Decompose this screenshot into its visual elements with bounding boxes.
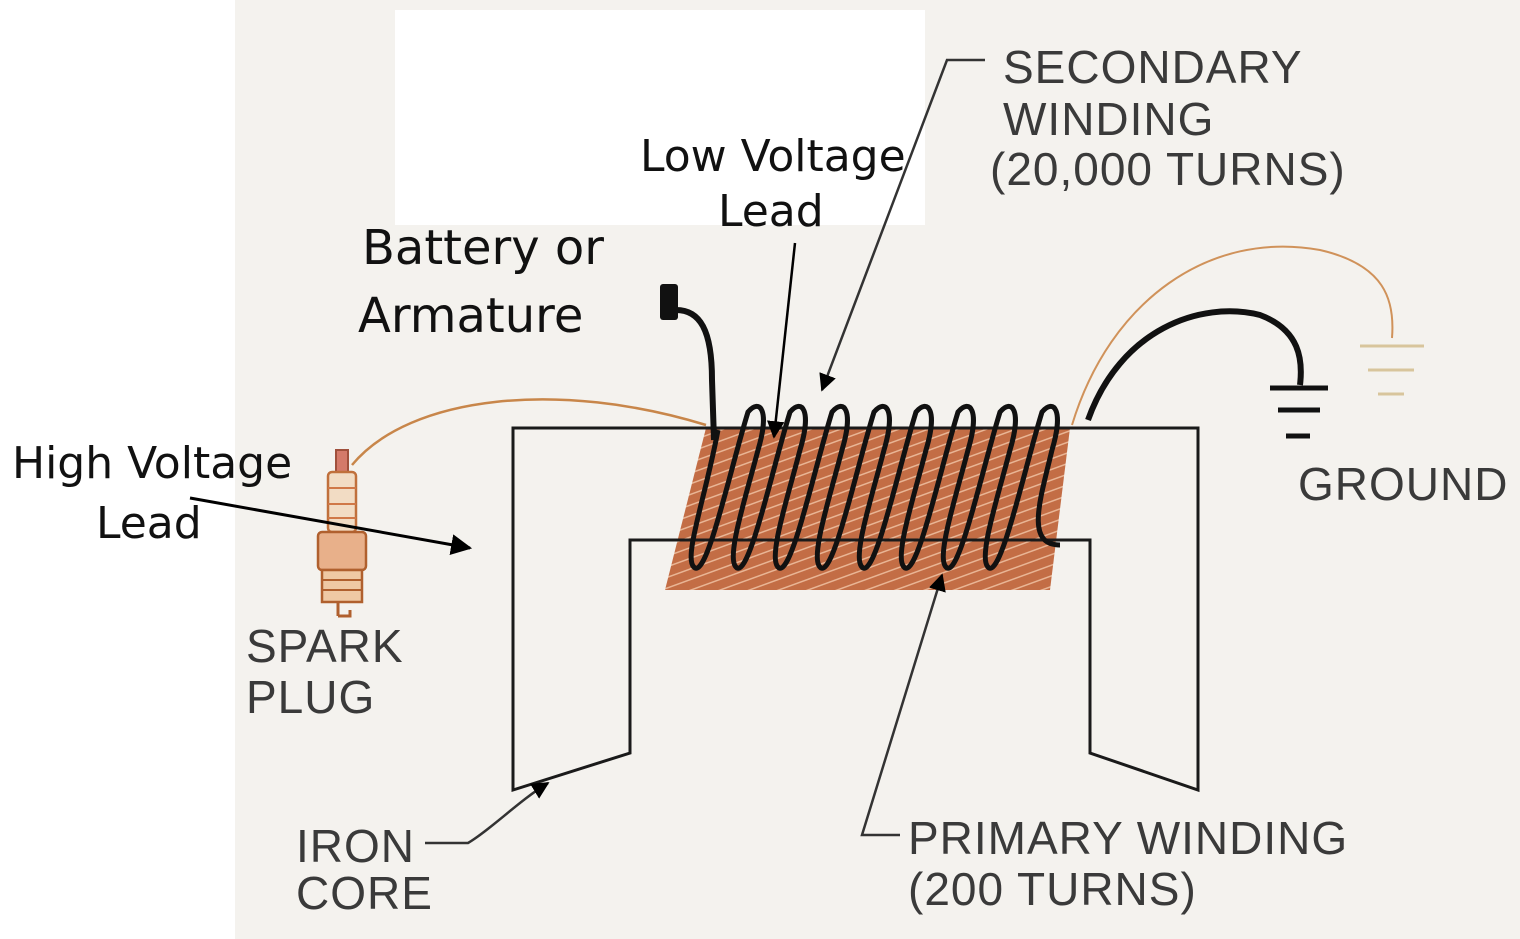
high-voltage-label-line1: High Voltage — [12, 438, 293, 489]
secondary-label-line1: SECONDARY — [1003, 41, 1303, 93]
faded-lead-wire — [1071, 245, 1394, 426]
low-voltage-label-line2: Lead — [718, 186, 824, 237]
iron-core-label-line1: IRON — [296, 820, 415, 872]
spark-plug-label-line2: PLUG — [246, 671, 376, 723]
battery-label-line1: Battery or — [362, 220, 605, 276]
ground-wire — [1085, 308, 1304, 422]
low-voltage-label-line1: Low Voltage — [640, 131, 906, 182]
primary-label-line2: (200 TURNS) — [908, 863, 1197, 915]
high-voltage-label-line2: Lead — [96, 498, 202, 549]
primary-leader-line — [860, 573, 946, 837]
iron-core-label-line2: CORE — [296, 867, 433, 919]
low-voltage-wire — [675, 307, 717, 441]
primary-winding-loops — [688, 404, 1061, 571]
battery-terminal-icon — [660, 284, 678, 320]
secondary-label-line3: (20,000 TURNS) — [990, 143, 1346, 195]
high-voltage-wire — [351, 398, 707, 466]
iron-core-leader-line — [425, 781, 550, 845]
spark-plug-icon — [316, 449, 368, 618]
faded-ground-symbol-icon — [1360, 344, 1424, 396]
primary-label-line1: PRIMARY WINDING — [908, 812, 1349, 864]
secondary-label-line2: WINDING — [1003, 93, 1215, 145]
ground-symbol-icon — [1270, 385, 1328, 439]
secondary-leader-line — [819, 58, 985, 392]
high-voltage-arrow — [189, 496, 473, 556]
label-whiteout — [395, 10, 925, 225]
ground-label: GROUND — [1298, 458, 1509, 510]
battery-label-line2: Armature — [358, 288, 584, 344]
spark-plug-label-line1: SPARK — [246, 620, 404, 672]
low-voltage-arrow — [766, 242, 797, 439]
